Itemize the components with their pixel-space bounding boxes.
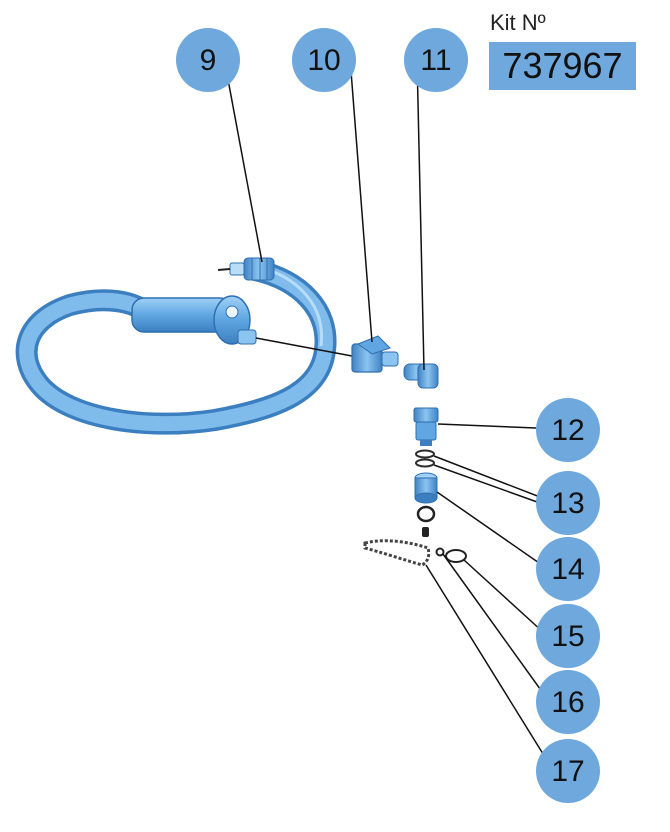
chain-part [363, 539, 431, 567]
valve-part [255, 335, 399, 373]
callout-17-label: 17 [551, 755, 584, 788]
callout-17: 17 [536, 739, 600, 803]
callout-16: 16 [536, 670, 600, 734]
hose-outlet-fitting [237, 329, 257, 345]
callout-16-label: 16 [551, 686, 584, 719]
callout-9-label: 9 [200, 44, 217, 77]
leader-lines [223, 57, 554, 771]
callout-12-label: 12 [551, 414, 584, 447]
clip-part [435, 547, 445, 557]
callout-11: 11 [404, 28, 468, 92]
kit-label: Kit Nº [490, 10, 546, 35]
elbow-fitting [403, 363, 439, 389]
callout-14: 14 [536, 537, 600, 601]
ring-part [445, 549, 467, 563]
filter-cylinder [414, 472, 438, 504]
hose-assembly [15, 257, 337, 435]
callout-15-label: 15 [551, 620, 584, 653]
callout-13: 13 [536, 471, 600, 535]
kit-number: 737967 [502, 45, 623, 86]
callout-10: 10 [292, 28, 356, 92]
callout-11-label: 11 [420, 44, 451, 77]
kit-number-box: 737967 [489, 42, 636, 90]
connector-part [413, 407, 439, 446]
plug-part [422, 527, 429, 537]
callout-15: 15 [536, 604, 600, 668]
callout-13-label: 13 [551, 487, 584, 520]
callout-12: 12 [536, 398, 600, 462]
o-ring-small [416, 505, 436, 523]
callout-14-label: 14 [551, 553, 584, 586]
hose-top-fitting [217, 257, 275, 281]
callout-9: 9 [176, 28, 240, 92]
callout-10-label: 10 [307, 44, 340, 77]
o-rings [415, 449, 435, 468]
